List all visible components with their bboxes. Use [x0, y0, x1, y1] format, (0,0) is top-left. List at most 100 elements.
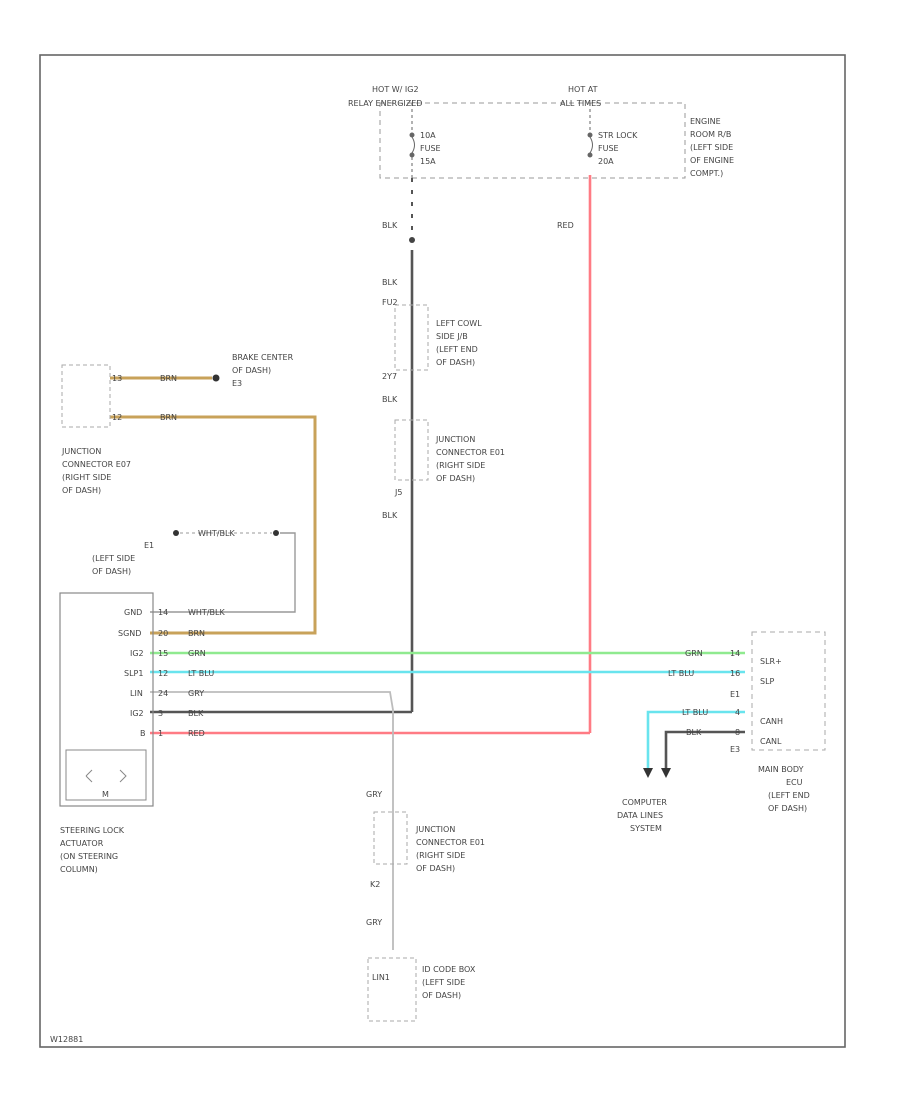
label-blk-4: BLK: [382, 511, 398, 520]
label-fuse2-b: FUSE: [598, 144, 619, 153]
steering-lock-actuator: [59, 592, 154, 807]
ecu-wire-ltblu2: LT BLU: [682, 708, 708, 717]
label-brake-2: OF DASH): [232, 366, 271, 375]
fuse-right: [587, 103, 593, 158]
e1-ground-right-dot: [273, 530, 279, 536]
label-jc-b4: OF DASH): [62, 486, 101, 495]
ecu-num-3: 4: [735, 708, 740, 717]
label-jc-a2: CONNECTOR E01: [436, 448, 505, 457]
label-engine-3: (LEFT SIDE: [690, 143, 733, 152]
ecu-num-2: 16: [730, 669, 740, 678]
label-gry-upper: GRY: [366, 790, 382, 799]
pin-num-1: 14: [158, 608, 168, 617]
label-brake-1: BRAKE CENTER: [232, 353, 294, 362]
label-jc-b2: CONNECTOR E07: [62, 460, 131, 469]
e1-ground-left-dot: [173, 530, 179, 536]
label-all-times: ALL TIMES: [560, 99, 601, 108]
pin-num-3: 15: [158, 649, 168, 658]
label-jc-c4: OF DASH): [416, 864, 455, 873]
ecu-num-4: 8: [735, 728, 740, 737]
label-comp-1: COMPUTER: [622, 798, 667, 807]
label-cowl-1: LEFT COWL: [436, 319, 482, 328]
label-pin-fu2: FU2: [382, 298, 398, 307]
pin-lin: LIN: [130, 689, 143, 698]
label-jc-a1: JUNCTION: [435, 435, 475, 444]
label-jc-c3: (RIGHT SIDE: [416, 851, 465, 860]
ecu-num-1: 14: [730, 649, 740, 658]
wire-label-grn: GRN: [188, 649, 206, 658]
label-whtblk-top: WHT/BLK: [198, 529, 235, 538]
label-pin-k2: K2: [370, 880, 380, 889]
label-actuator-2: ACTUATOR: [60, 839, 104, 848]
pin-sgnd: SGND: [118, 629, 141, 638]
pin-num-6: 3: [158, 709, 163, 718]
label-id-2: (LEFT SIDE: [422, 978, 465, 987]
label-jc-b1: JUNCTION: [61, 447, 101, 456]
junction-connector-e01-top: [394, 419, 429, 481]
ecu-pin-canh: CANH: [760, 717, 783, 726]
id-code-box: [367, 957, 417, 1022]
actuator-motor-symbol: [85, 769, 127, 783]
ecu-e1: E1: [730, 690, 740, 699]
label-actuator-1: STEERING LOCK: [60, 826, 125, 835]
wire-label-red: RED: [188, 729, 205, 738]
can-h-arrow: [643, 768, 653, 778]
wire-label-ltblu: LT BLU: [188, 669, 214, 678]
junction-connector-e07: [61, 364, 111, 428]
gray-wire: [150, 691, 394, 950]
label-actuator-m: M: [102, 790, 109, 799]
ecu-e3: E3: [730, 745, 740, 754]
label-blk-3: BLK: [382, 395, 398, 404]
brake-center-ground-dot: [212, 374, 220, 382]
label-e1-sub2: OF DASH): [92, 567, 131, 576]
label-blk-2: BLK: [382, 278, 398, 287]
label-fuse1-a: 10A: [420, 131, 436, 140]
engine-room-relay-block: [379, 102, 686, 179]
label-fuse1-c: 15A: [420, 157, 436, 166]
ecu-pin-canl: CANL: [760, 737, 782, 746]
label-pin-2y7: 2Y7: [382, 372, 397, 381]
label-pin-12: 12: [112, 413, 122, 422]
junction-connector-e01-lower: [373, 811, 408, 865]
label-main-body-4: OF DASH): [768, 804, 807, 813]
pin-num-7: 1: [158, 729, 163, 738]
can-l-arrow: [661, 768, 671, 778]
label-jc-c2: CONNECTOR E01: [416, 838, 485, 847]
label-jc-a4: OF DASH): [436, 474, 475, 483]
label-id-1: ID CODE BOX: [422, 965, 476, 974]
label-main-body-3: (LEFT END: [768, 791, 810, 800]
label-pin-13: 13: [112, 374, 122, 383]
actuator-motor-box: [65, 749, 147, 801]
label-cowl-4: OF DASH): [436, 358, 475, 367]
label-fuse2-c: 20A: [598, 157, 614, 166]
wire-label-blk: BLK: [188, 709, 204, 718]
label-jc-c1: JUNCTION: [415, 825, 455, 834]
label-id-lin: LIN1: [372, 973, 390, 982]
label-actuator-4: COLUMN): [60, 865, 98, 874]
pin-gnd: GND: [124, 608, 142, 617]
label-jc-a3: (RIGHT SIDE: [436, 461, 485, 470]
label-e1-sub1: (LEFT SIDE: [92, 554, 135, 563]
left-cowl-jb: [394, 304, 429, 371]
label-brake-3: E3: [232, 379, 242, 388]
pin-ig: IG2: [130, 709, 144, 718]
diagram-border: [39, 54, 846, 1048]
label-brn-mid: BRN: [160, 413, 177, 422]
pin-num-2: 20: [158, 629, 168, 638]
ecu-wire-ltblu: LT BLU: [668, 669, 694, 678]
label-blk-1: BLK: [382, 221, 398, 230]
label-pin-j5: J5: [394, 488, 402, 497]
label-fuse1-b: FUSE: [420, 144, 441, 153]
footer-figure-id: W12881: [50, 1035, 83, 1044]
pin-ig2: IG2: [130, 649, 144, 658]
pin-num-4: 12: [158, 669, 168, 678]
label-engine-2: ROOM R/B: [690, 130, 731, 139]
label-gry-lower: GRY: [366, 918, 382, 927]
label-cowl-2: SIDE J/B: [436, 332, 468, 341]
label-relay-energized: RELAY ENERGIZED: [348, 99, 422, 108]
label-hot-ig2: HOT W/ IG2: [372, 85, 419, 94]
wire-label-brn: BRN: [188, 629, 205, 638]
can-h-wire: [646, 710, 745, 772]
label-comp-2: DATA LINES: [617, 811, 663, 820]
ecu-wire-grn: GRN: [685, 649, 703, 658]
